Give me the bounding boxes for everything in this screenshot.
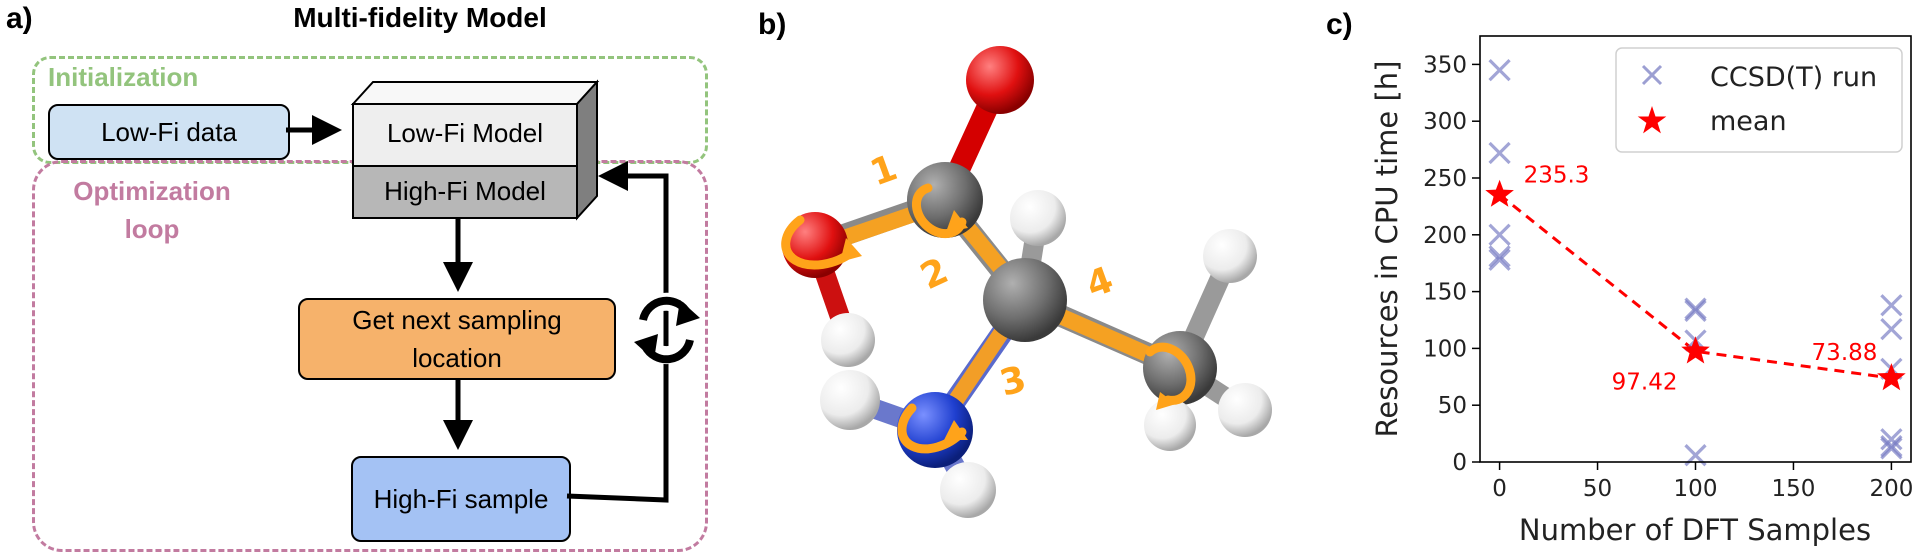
initialization-label: Initialization [48,62,199,92]
y-tick-label: 50 [1438,393,1467,419]
ccsdt-point [1880,294,1903,317]
hydrogen-atom [1203,229,1257,283]
x-tick-label: 100 [1674,476,1718,502]
ccsdt-point [1684,297,1707,320]
ccsdt-point [1488,248,1511,271]
legend: CCSD(T) run mean [1615,47,1903,153]
hydrogen-atom [1144,399,1196,451]
lowfi-data-box: Low-Fi data [48,104,290,160]
x-tick-label: 150 [1772,476,1816,502]
highfi-model-label: High-Fi Model [384,176,546,206]
y-tick-label: 100 [1423,336,1467,362]
y-axis-label: Resources in CPU time [h] [1370,61,1404,438]
legend-marker-mean [1637,106,1667,134]
mean-data-label: 73.88 [1812,340,1878,366]
highfi-model-face [352,165,578,219]
optimization-loop-label: Optimization loop [73,176,231,244]
x-tick-label: 200 [1869,476,1913,502]
x-tick-label: 50 [1583,476,1612,502]
plot-frame [1479,35,1912,463]
ccsdt-point [1880,434,1903,458]
torsion-label-2: 2 [914,250,954,298]
y-tick-label: 200 [1423,223,1467,249]
ccsdt-point [1880,437,1903,460]
highfi-sample-box: High-Fi sample [351,456,571,542]
molecule-illustration: 1 2 3 4 [781,46,1272,518]
y-tick-label: 150 [1423,280,1467,306]
x-tick-label: 0 [1492,476,1507,502]
mean-line [1498,193,1892,380]
y-tick-label: 250 [1423,166,1467,192]
panel-a-title: Multi-fidelity Model [293,2,547,33]
legend-marker-ccsdt [1641,64,1663,86]
hydrogen-atom [940,462,996,518]
ccsdt-point [1488,245,1511,268]
legend-label-mean: mean [1710,106,1787,137]
ccsdt-point [1880,317,1903,341]
model-block [350,79,600,221]
oxygen-atom [966,46,1034,114]
hydrogen-atom [1218,383,1272,437]
mean-point [1877,363,1906,391]
ccsdt-point [1488,223,1511,246]
mean-data-label: 235.3 [1524,163,1590,189]
legend-label-ccsdt: CCSD(T) run [1710,62,1877,93]
mean-point [1681,336,1710,364]
ccsdt-point [1488,141,1511,165]
hydrogen-atom [1010,190,1066,246]
arrow-loop-back [566,161,669,503]
panel-b-label: b) [758,8,787,41]
lowfi-model-face [352,103,578,167]
ccsdt-point [1684,299,1707,323]
y-tick-label: 350 [1423,52,1467,78]
ccsdt-point [1880,428,1903,451]
mean-point [1485,179,1514,207]
y-tick-label: 0 [1452,450,1467,476]
next-sampling-box: Get next sampling location [298,298,616,380]
refresh-icon [634,292,700,365]
panel-c-label: c) [1326,8,1353,41]
panel-a-label: a) [6,2,33,35]
chart-content: 0 50 100 150 200 0 50 100 150 200 250 300 350 235.3 97… [1423,52,1913,502]
carbon-atom [983,258,1067,342]
rotation-arrows [781,183,1196,454]
molecule-atoms [782,46,1272,518]
hydrogen-atom [821,313,875,367]
lowfi-model-label: Low-Fi Model [386,118,544,148]
y-tick-label: 300 [1423,109,1467,135]
hydrogen-atom [820,370,880,430]
torsion-label-1: 1 [865,147,903,194]
x-axis-label: Number of DFT Samples [1519,513,1871,547]
mean-data-label: 97.42 [1612,369,1678,395]
torsion-label-3: 3 [996,359,1031,405]
ccsdt-point [1488,58,1511,82]
flow-arrows [286,115,700,503]
legend-box [1615,47,1903,153]
torsion-label-4: 4 [1081,259,1119,306]
scatter-chart: 0 50 100 150 200 0 50 100 150 200 250 300 350 235.3 97… [1370,35,1913,547]
